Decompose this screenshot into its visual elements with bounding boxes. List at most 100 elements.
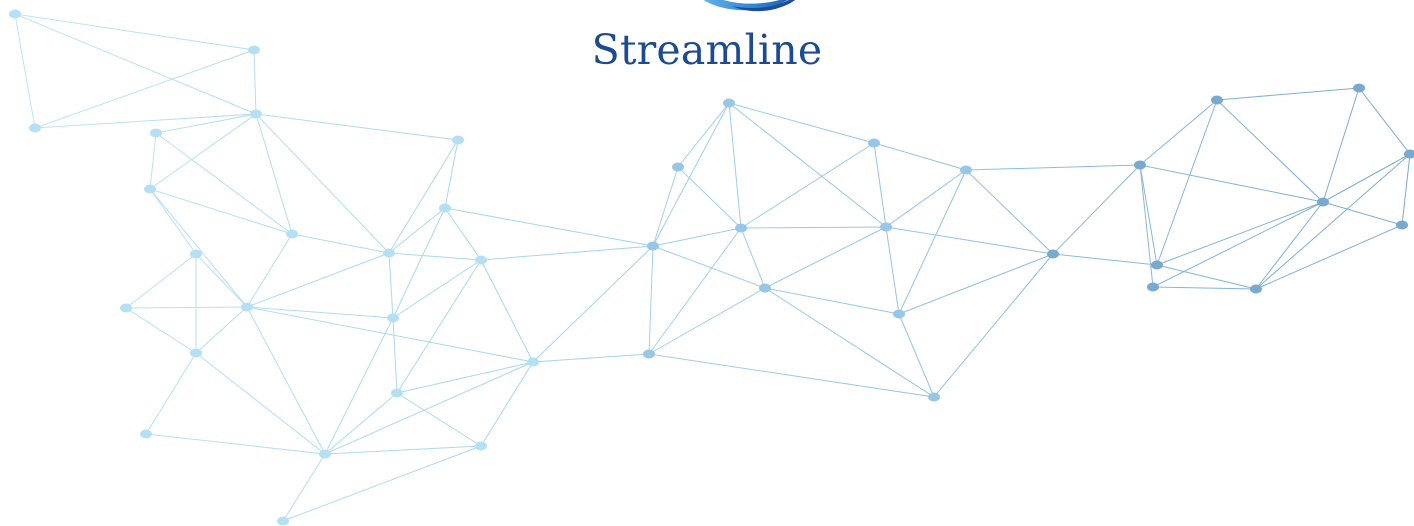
network-edge	[282, 453, 326, 522]
network-edge	[388, 252, 394, 319]
network-edge	[648, 245, 654, 355]
network-edge	[145, 352, 197, 435]
network-edge	[885, 169, 967, 228]
network-edge	[324, 317, 394, 455]
network-edge	[728, 102, 887, 228]
network-node	[144, 184, 156, 194]
network-edge	[149, 113, 257, 190]
network-edge	[149, 188, 293, 235]
network-edge	[125, 306, 248, 309]
network-node	[190, 249, 202, 259]
network-edge	[125, 307, 197, 354]
network-edge	[652, 102, 730, 247]
network-node	[735, 223, 747, 233]
globe-swoosh-icon	[703, 0, 796, 12]
network-edge	[1156, 99, 1218, 266]
network-edge	[480, 245, 654, 261]
network-node	[1404, 149, 1414, 159]
network-edge	[764, 226, 887, 289]
network-edge	[1156, 264, 1257, 290]
network-edge	[246, 233, 293, 308]
network-node	[250, 109, 262, 119]
network-node	[1047, 249, 1059, 259]
network-node	[1396, 220, 1408, 230]
network-edge	[480, 259, 534, 363]
network-edge	[388, 252, 482, 261]
network-edge	[246, 306, 534, 363]
network-edge	[965, 169, 1054, 255]
network-edge	[324, 445, 482, 455]
network-edge	[648, 353, 935, 398]
network-edge	[1052, 253, 1158, 266]
network-node	[319, 449, 331, 459]
network-node	[647, 241, 659, 251]
network-node	[1211, 95, 1223, 105]
network-edge	[648, 287, 766, 355]
network-edge	[652, 227, 742, 247]
network-edge	[873, 142, 967, 171]
network-node	[1317, 197, 1329, 207]
network-node	[120, 303, 132, 313]
network-edge	[14, 13, 255, 51]
network-edge	[324, 361, 534, 455]
network-edge	[246, 306, 326, 455]
network-edge	[764, 287, 900, 315]
network-node	[391, 388, 403, 398]
network-edge	[195, 253, 248, 308]
network-edge	[885, 226, 1054, 255]
network-node	[277, 516, 289, 526]
network-edge	[282, 445, 482, 522]
network-edge	[677, 166, 742, 229]
network-edge	[444, 139, 459, 209]
network-edge	[392, 207, 446, 319]
network-edge	[444, 207, 482, 261]
network-node	[527, 357, 539, 367]
network-edge	[1139, 99, 1218, 166]
network-node	[759, 283, 771, 293]
network-edge	[1322, 87, 1360, 203]
network-edge	[1255, 153, 1411, 290]
network-node	[1134, 160, 1146, 170]
network-edge	[1152, 201, 1324, 288]
network-edge	[155, 132, 293, 235]
network-edge	[388, 139, 459, 254]
network-edge	[1139, 164, 1154, 288]
network-edge	[14, 13, 36, 129]
network-edge	[740, 142, 875, 229]
network-edge	[480, 361, 534, 447]
network-edge	[1358, 87, 1411, 155]
network-edge	[1255, 224, 1403, 290]
network-edge	[1156, 201, 1324, 266]
network-node	[1147, 282, 1159, 292]
network-edge	[195, 352, 326, 455]
network-edge	[1255, 201, 1324, 290]
network-node	[387, 313, 399, 323]
network-edge	[34, 113, 257, 129]
network-edge	[1216, 87, 1360, 101]
network-node	[439, 203, 451, 213]
network-edge	[532, 245, 654, 363]
network-edge	[392, 259, 482, 319]
network-node	[190, 348, 202, 358]
network-node	[452, 135, 464, 145]
network-edge	[1139, 164, 1158, 266]
network-node	[475, 441, 487, 451]
network-edge	[728, 102, 875, 144]
network-edge	[965, 164, 1141, 171]
network-edge	[255, 113, 390, 254]
network-edge	[255, 113, 293, 235]
network-edges	[14, 13, 1411, 522]
network-node	[868, 138, 880, 148]
network-edge	[149, 188, 248, 308]
network-edge	[677, 102, 730, 168]
network-node	[1353, 83, 1365, 93]
network-node	[643, 349, 655, 359]
network-node	[672, 162, 684, 172]
network-edge	[652, 166, 679, 247]
network-edge	[933, 253, 1054, 398]
network-edge	[444, 207, 654, 247]
network-edge	[291, 233, 390, 254]
network-node	[150, 128, 162, 138]
network-edge	[255, 113, 459, 141]
